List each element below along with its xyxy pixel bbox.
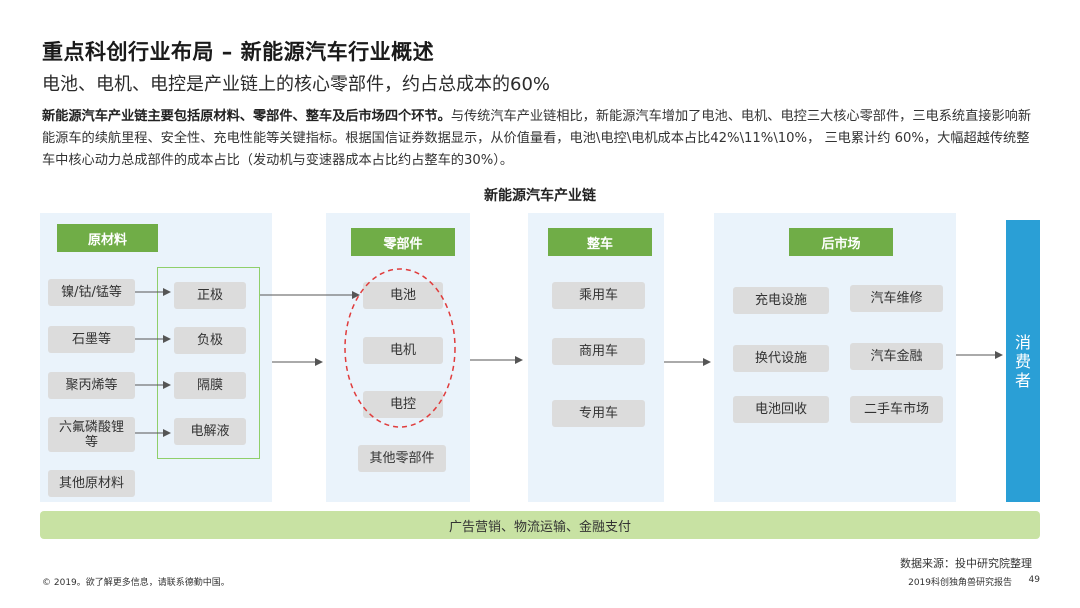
components-frame (157, 267, 260, 459)
vehicle-header: 整车 (548, 228, 652, 256)
consumer-box: 消费者 (1006, 220, 1040, 502)
vehicle-box: 乘用车 (552, 282, 645, 309)
component-box: 电解液 (174, 418, 246, 445)
page-subtitle: 电池、电机、电控是产业链上的核心零部件，约占总成本的60% (42, 74, 551, 95)
raw-materials-panel (40, 213, 272, 502)
aftermarket-box: 充电设施 (733, 287, 829, 314)
diagram-title: 新能源汽车产业链 (484, 188, 596, 204)
material-box: 其他原材料 (48, 470, 135, 497)
data-source: 数据来源：投中研究院整理 (900, 557, 1032, 570)
component-box: 负极 (174, 327, 246, 354)
consumer-label: 消费者 (1014, 332, 1031, 390)
aftermarket-box: 换代设施 (733, 345, 829, 372)
component-box: 正极 (174, 282, 246, 309)
aftermarket-box: 电池回收 (733, 396, 829, 423)
vehicle-box: 商用车 (552, 338, 645, 365)
material-box: 聚丙烯等 (48, 372, 135, 399)
intro-text: 与传统汽车产业链相比，新能源汽车增加了电池、电机、电控三大核心零部件，三电系统直… (42, 109, 1032, 168)
material-box: 六氟磷酸锂等 (48, 417, 135, 452)
intro-paragraph: 新能源汽车产业链主要包括原材料、零部件、整车及后市场四个环节。与传统汽车产业链相… (42, 106, 1042, 172)
aftermarket-box: 汽车维修 (850, 285, 943, 312)
copyright: © 2019。欲了解更多信息，请联系德勤中国。 (42, 578, 230, 588)
part-box-motor: 电机 (363, 337, 443, 364)
aftermarket-box: 二手车市场 (850, 396, 943, 423)
page-title: 重点科创行业布局 – 新能源汽车行业概述 (42, 40, 435, 64)
raw-materials-header: 原材料 (57, 224, 158, 252)
aftermarket-header: 后市场 (789, 228, 893, 256)
support-services-bar: 广告营销、物流运输、金融支付 (40, 511, 1040, 539)
vehicle-box: 专用车 (552, 400, 645, 427)
report-name: 2019科创独角兽研究报告 (908, 578, 1012, 588)
core-parts-highlight (344, 268, 456, 428)
aftermarket-box: 汽车金融 (850, 343, 943, 370)
part-box-battery: 电池 (363, 282, 443, 309)
part-box-other: 其他零部件 (358, 445, 446, 472)
parts-header: 零部件 (351, 228, 455, 256)
material-box: 石墨等 (48, 326, 135, 353)
page-number: 49 (1028, 575, 1040, 585)
component-box: 隔膜 (174, 372, 246, 399)
intro-bold-text: 新能源汽车产业链主要包括原材料、零部件、整车及后市场四个环节。 (42, 109, 451, 124)
material-box: 镍/钴/锰等 (48, 279, 135, 306)
